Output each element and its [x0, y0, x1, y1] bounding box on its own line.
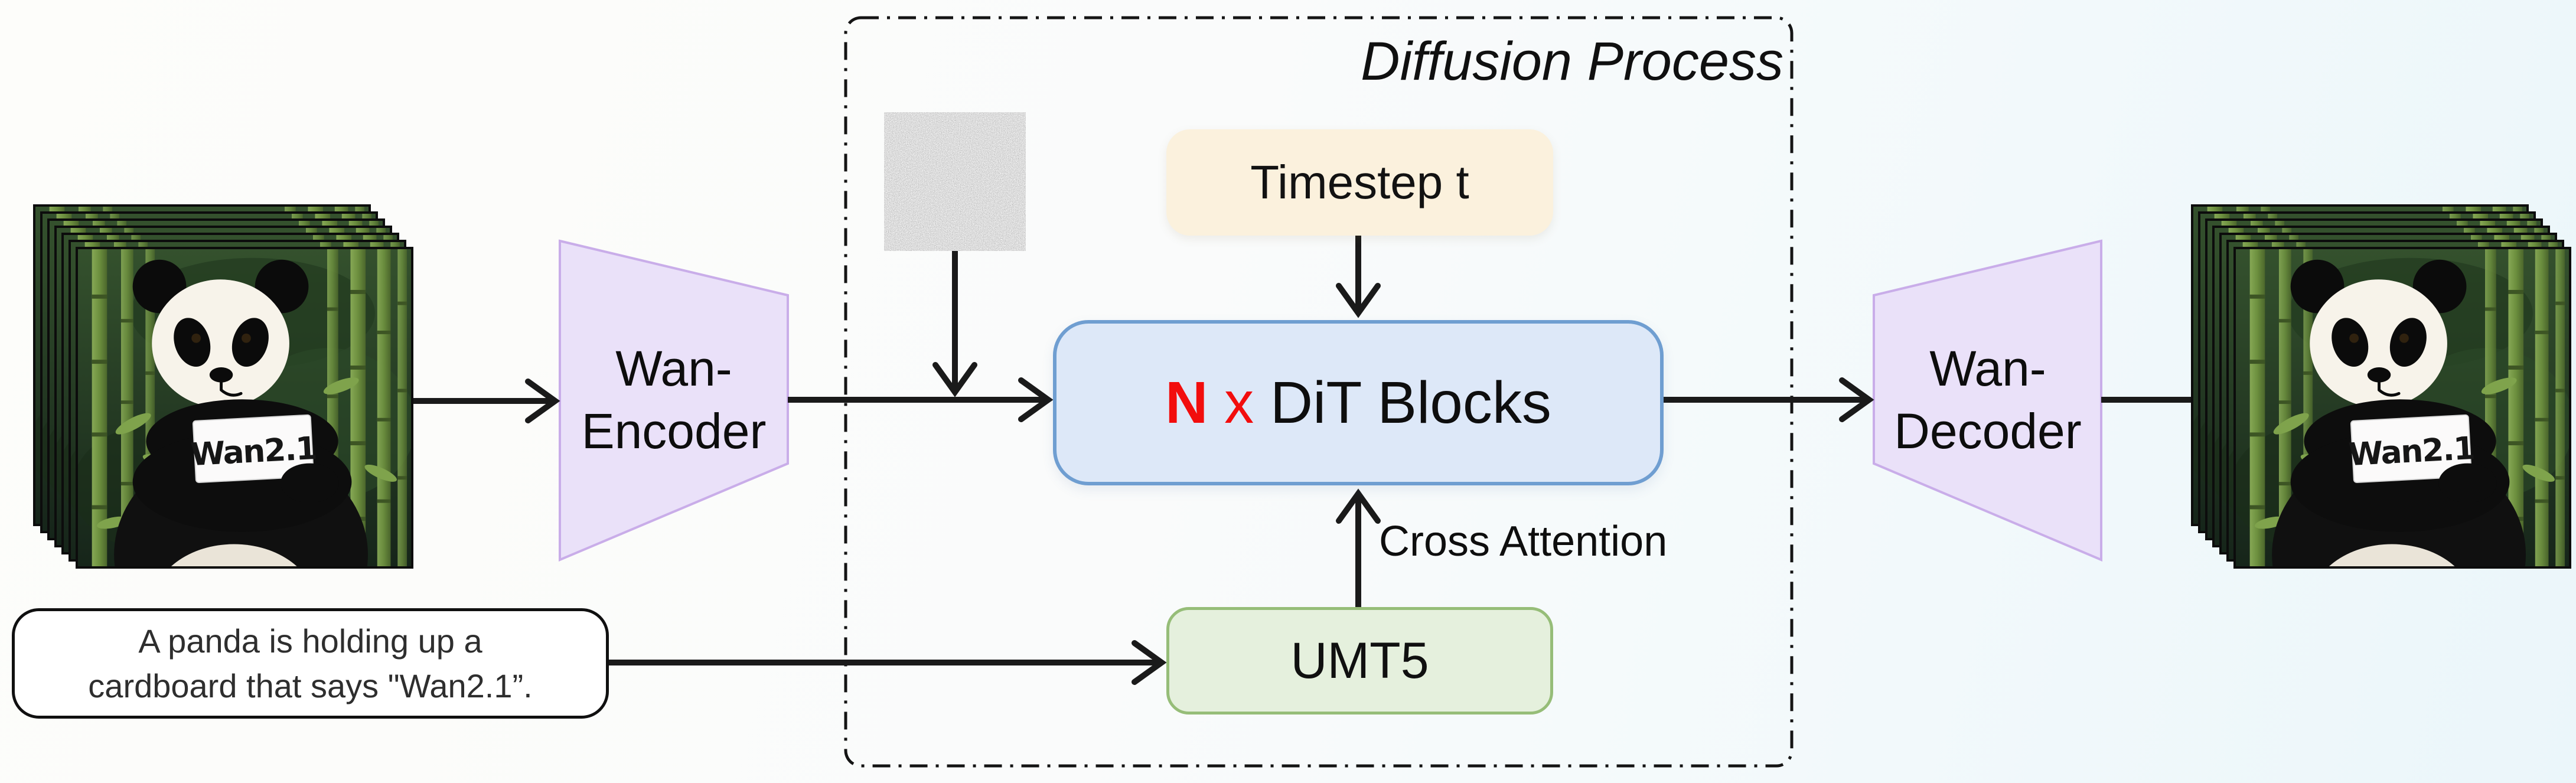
dit-label-text: DiT Blocks — [1270, 369, 1551, 436]
umt5-label: UMT5 — [1290, 632, 1429, 689]
video-frame — [76, 247, 413, 569]
cross-attention-label: Cross Attention — [1379, 518, 1668, 565]
wan-encoder-label: Wan- Encoder — [560, 329, 788, 471]
wan-decoder-label-line1: Wan- — [1929, 341, 2046, 396]
dit-blocks-node: N x DiT Blocks — [1053, 320, 1664, 485]
dit-times: x — [1224, 369, 1254, 436]
input-video-frames-stack — [33, 204, 413, 569]
prompt-line1: A panda is holding up a — [138, 622, 482, 660]
prompt-line2: cardboard that says "Wan2.1”. — [88, 667, 533, 704]
video-frame — [2233, 247, 2571, 569]
wan-encoder-label-line1: Wan- — [615, 341, 732, 396]
dit-blocks-label: N x DiT Blocks — [1165, 369, 1551, 437]
noise-latent — [884, 112, 1026, 251]
timestep-label: Timestep t — [1250, 156, 1469, 208]
panda-frame-image — [2236, 249, 2569, 566]
wan-decoder-label: Wan- Decoder — [1874, 329, 2102, 471]
panda-frame-image — [78, 249, 411, 566]
dit-count: N — [1165, 369, 1208, 436]
umt5-node: UMT5 — [1166, 607, 1553, 715]
diffusion-process-title: Diffusion Process — [1361, 31, 1783, 92]
wan-decoder-label-line2: Decoder — [1894, 403, 2082, 459]
wan-encoder-label-line2: Encoder — [581, 403, 767, 459]
prompt-node: A panda is holding up a cardboard that s… — [12, 608, 609, 719]
output-video-frames-stack — [2191, 204, 2571, 569]
timestep-node: Timestep t — [1166, 129, 1553, 236]
